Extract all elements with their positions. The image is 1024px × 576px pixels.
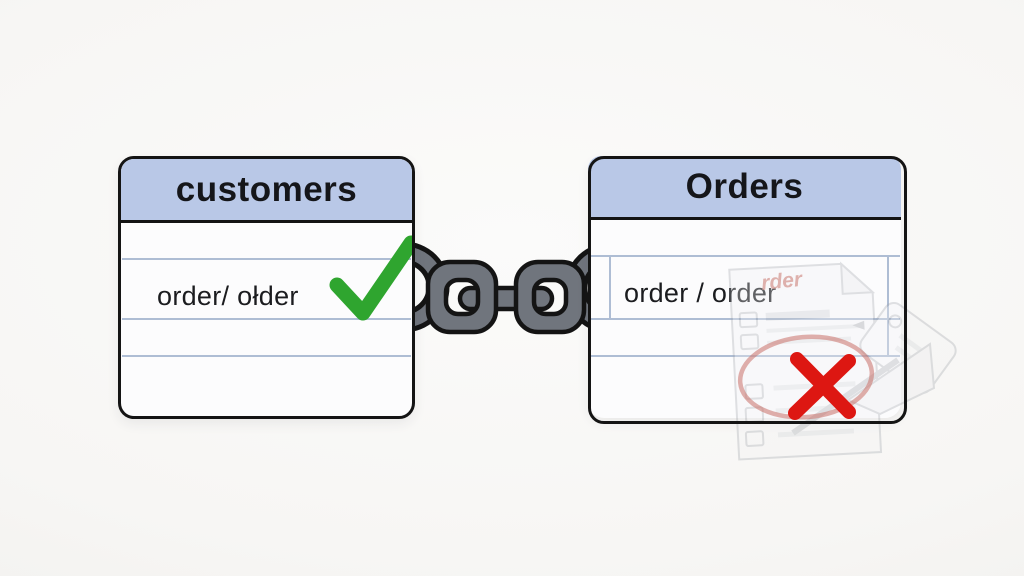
red-oval-annotation [737,334,875,420]
row-divider [122,318,411,320]
cell-divider [887,255,889,357]
table-customers-body: customers order/ ołder [121,159,412,416]
table-customers-header: customers [121,159,412,223]
table-customers: customers order/ ołder [118,156,415,419]
column-label: order/ ołder [157,281,299,311]
row-divider [122,258,411,260]
row-divider [589,355,900,357]
row-divider [589,318,900,320]
cell-divider [609,255,611,320]
checkmark-icon [329,235,412,321]
table-title: Orders [685,166,804,206]
row-divider [589,255,900,257]
cross-icon [737,334,875,420]
row-divider [122,355,411,357]
table-orders-header: Orders [588,156,901,220]
table-title: customers [175,169,358,209]
table-orders-body: Orders order / order [588,156,901,418]
table-orders: Orders order / order [588,156,901,418]
ghost-watermark: rder [760,268,805,295]
column-label: order / order [624,278,777,308]
